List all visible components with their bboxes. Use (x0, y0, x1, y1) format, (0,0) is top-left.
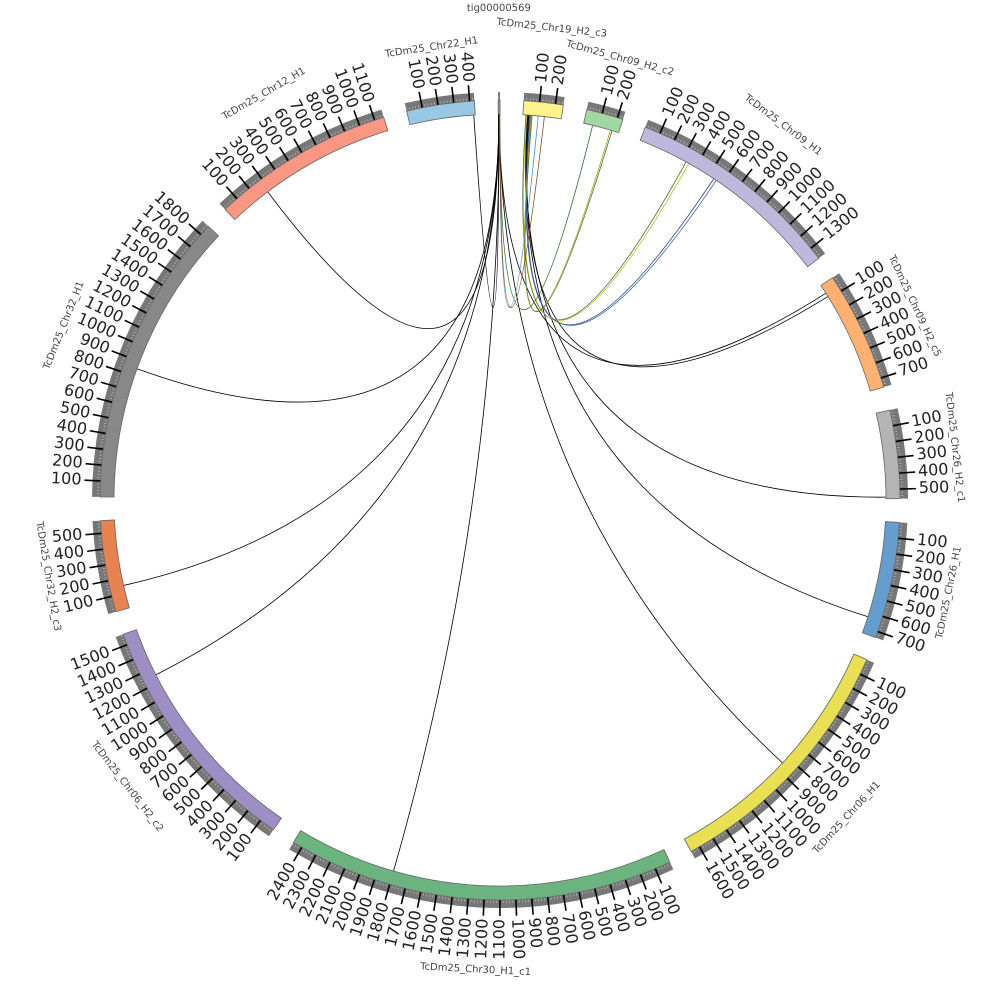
link (525, 115, 612, 311)
tick-label: 500 (51, 525, 83, 546)
segment-label: tig00000569 (467, 3, 531, 14)
major-tick (483, 900, 484, 916)
segment-TcDm25_Chr32_H1[interactable]: 1002003004005006007008009001000110012001… (41, 187, 218, 497)
tick-label: 200 (548, 53, 571, 86)
tick-label: 1100 (489, 919, 508, 960)
tick-label: 1000 (508, 918, 529, 959)
segment-label: TcDm25_Chr19_H2_c3 (495, 17, 608, 40)
segment-TcDm25_Chr06_H1[interactable]: 1002003004005006007008009001000110012001… (684, 654, 909, 903)
link (394, 114, 500, 871)
segment-band (498, 100, 500, 114)
link (499, 114, 782, 763)
link (156, 114, 499, 675)
link (524, 115, 610, 311)
major-tick (516, 900, 517, 916)
major-tick (899, 472, 915, 473)
segment-label: TcDm25_Chr30_H1_c1 (419, 961, 531, 978)
link (124, 114, 499, 585)
major-tick (84, 480, 100, 481)
links-layer (124, 114, 886, 871)
tick-label: 400 (457, 51, 478, 83)
link (500, 114, 545, 308)
tick-label: 500 (919, 477, 950, 497)
segment-TcDm25_Chr30_H1_c1[interactable]: 1002003004005006007008009001000110012001… (263, 831, 684, 979)
segment-TcDm25_Chr12_H1[interactable]: 10020030040050060070080090010001100TcDm2… (198, 60, 388, 219)
